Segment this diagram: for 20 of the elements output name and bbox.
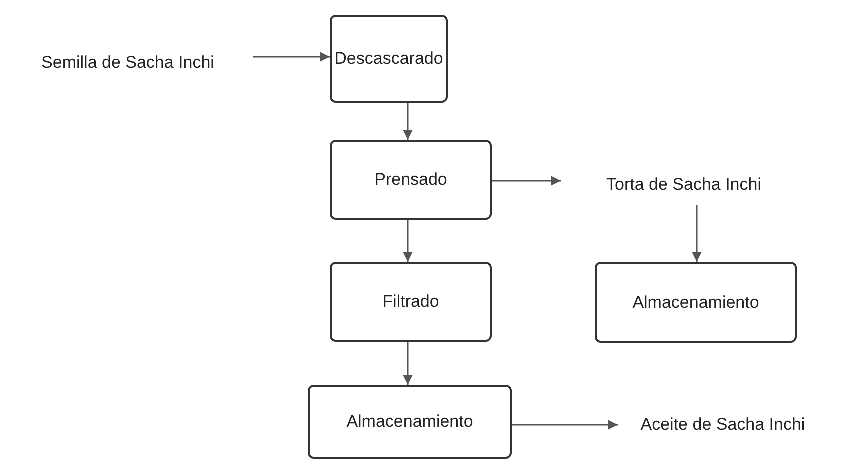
arrow bbox=[492, 176, 561, 186]
process-label: Almacenamiento bbox=[346, 412, 474, 432]
process-label: Descascarado bbox=[334, 49, 444, 69]
process-box bbox=[330, 15, 448, 103]
arrow bbox=[512, 420, 618, 430]
flow-label: Semilla de Sacha Inchi bbox=[8, 50, 248, 76]
process-box bbox=[330, 262, 492, 342]
arrow bbox=[403, 103, 413, 140]
process-box bbox=[330, 140, 492, 220]
flow-label: Torta de Sacha Inchi bbox=[566, 170, 802, 200]
process-label: Almacenamiento bbox=[632, 292, 760, 312]
process-box bbox=[595, 262, 797, 343]
process-label: Filtrado bbox=[382, 292, 440, 312]
arrow bbox=[403, 342, 413, 385]
process-label: Prensado bbox=[374, 170, 448, 190]
arrow bbox=[403, 220, 413, 262]
flow-label: Aceite de Sacha Inchi bbox=[623, 410, 823, 440]
arrow bbox=[692, 205, 702, 262]
process-box bbox=[308, 385, 512, 459]
arrow bbox=[253, 52, 330, 62]
